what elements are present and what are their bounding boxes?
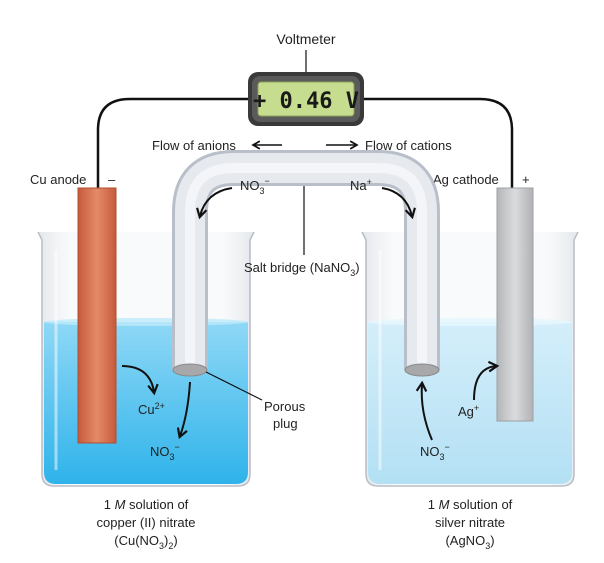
right-solution-caption-line3: (AgNO3)	[445, 533, 494, 551]
cu-anode-label: Cu anode	[30, 172, 86, 187]
no3-left-arrow-icon	[176, 381, 191, 440]
left-solution-caption-line1: 1 M solution of	[104, 497, 189, 512]
right-solution-caption-line2: silver nitrate	[435, 515, 505, 530]
right-solution-caption-line1: 1 M solution of	[428, 497, 513, 512]
voltmeter: + 0.46 V	[248, 72, 364, 126]
silver-electrode	[496, 187, 534, 422]
cu-ion-arrow-icon	[121, 365, 159, 396]
right-solution	[368, 322, 572, 484]
voltmeter-display	[257, 81, 355, 117]
flow-of-anions-label: Flow of anions	[152, 138, 236, 153]
porous-plug-label-line1: Porous	[264, 399, 306, 414]
porous-plug-leader	[205, 371, 263, 401]
voltmeter-label: Voltmeter	[276, 31, 335, 47]
ag-cathode-label: Ag cathode	[433, 172, 499, 187]
wire-right	[362, 97, 514, 188]
salt-bridge-label: Salt bridge (NaNO3)	[244, 260, 360, 278]
flow-of-cations-label: Flow of cations	[365, 138, 452, 153]
left-solution-caption-line3: (Cu(NO3)2)	[114, 533, 178, 551]
anode-sign: –	[108, 172, 116, 187]
no3-left-label: NO3−	[150, 442, 180, 462]
ag-ion-label: Ag+	[458, 403, 479, 419]
bridge-cation-arrow-icon	[381, 187, 416, 220]
left-solution-caption-line2: copper (II) nitrate	[97, 515, 196, 530]
no3-right-arrow-icon	[415, 380, 433, 441]
cu-ion-label: Cu2+	[138, 401, 165, 417]
porous-plug-left	[172, 363, 208, 377]
no3-right-label: NO3−	[420, 442, 450, 462]
copper-electrode	[77, 187, 117, 444]
cathode-sign: +	[522, 172, 530, 187]
porous-plug-right	[404, 363, 440, 377]
wire-left	[96, 97, 250, 188]
bridge-no3-label: NO3−	[240, 176, 270, 196]
voltmeter-reading: + 0.46 V	[253, 89, 359, 114]
bridge-anion-arrow-icon	[196, 187, 233, 220]
porous-plug-label-line2: plug	[273, 416, 298, 431]
ag-ion-arrow-icon	[473, 360, 500, 401]
left-beaker	[37, 231, 255, 487]
bridge-na-label: Na+	[350, 177, 372, 193]
right-beaker	[361, 231, 579, 487]
